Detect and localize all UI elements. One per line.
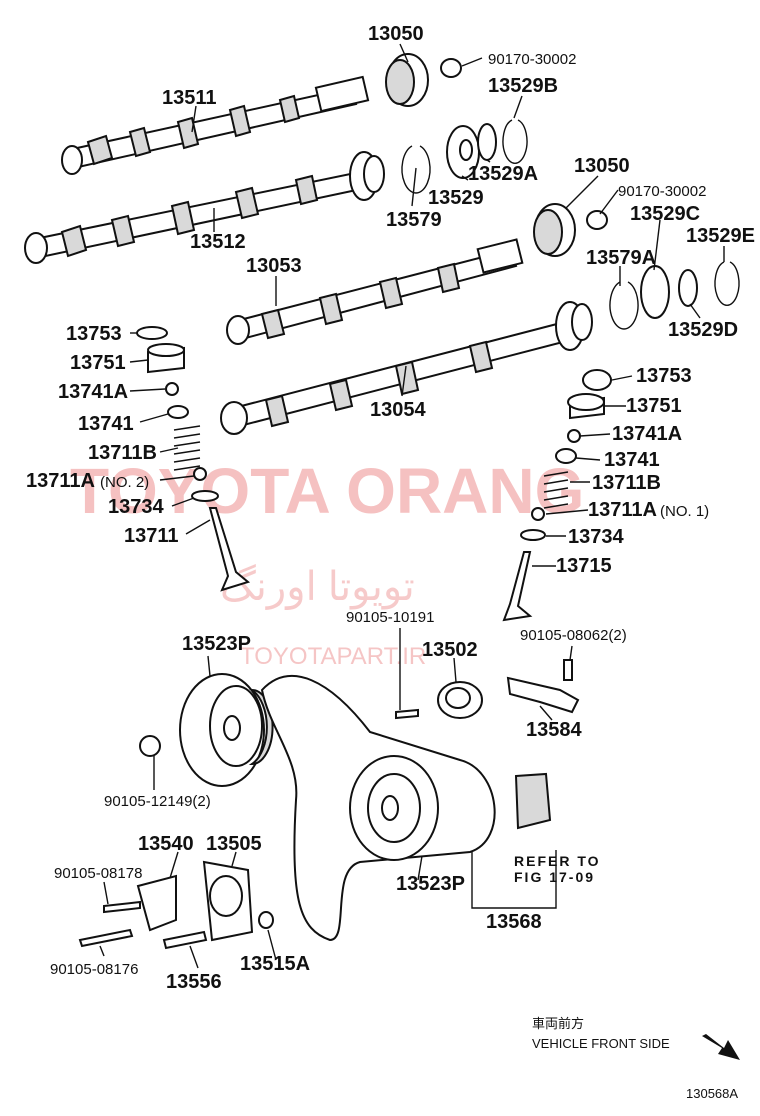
label-13511: 13511: [162, 87, 217, 109]
label-90105-08178: 90105-08178: [54, 865, 142, 882]
watermark-url: TOYOTAPART.IR: [240, 643, 426, 670]
label-13523p-right: 13523P: [396, 873, 465, 895]
label-13512: 13512: [190, 231, 246, 253]
label-13751-left: 13751: [70, 352, 126, 374]
part-labels: 13050 90170-30002 13529B 13511 13529A 13…: [26, 23, 755, 993]
label-13711b-right: 13711B: [592, 472, 661, 494]
camshaft-13054: [220, 301, 593, 435]
label-13711b-left: 13711B: [88, 442, 157, 464]
label-13579a: 13579A: [586, 247, 656, 269]
watermark: TOYOTA ORANG تویوتا اورنگ TOYOTAPART.IR: [70, 455, 584, 670]
label-13711a-right: 13711A: [588, 499, 657, 521]
refer-note: REFER TO FIG 17-09: [514, 853, 601, 885]
front-arrow-icon: [702, 1034, 740, 1060]
label-13568: 13568: [486, 911, 542, 933]
label-90105-12149: 90105-12149(2): [104, 793, 211, 810]
bracket-13584: [506, 659, 580, 714]
label-13529e: 13529E: [686, 225, 755, 247]
rings-13529: [401, 119, 528, 194]
label-13529a: 13529A: [468, 163, 538, 185]
label-90170-top: 90170-30002: [488, 51, 576, 68]
label-13529: 13529: [428, 187, 484, 209]
label-13054: 13054: [370, 399, 426, 421]
pulley-13523p-right: [349, 755, 439, 861]
watermark-secondary: تویوتا اورنگ: [220, 564, 415, 610]
label-no1: (NO. 1): [660, 503, 709, 520]
label-13715: 13715: [556, 555, 612, 577]
refer-line-1: REFER TO: [514, 853, 601, 869]
idler-13502: [395, 681, 483, 720]
front-side-note: 車両前方 VEHICLE FRONT SIDE: [532, 1016, 670, 1051]
label-90105-08062: 90105-08062(2): [520, 627, 627, 644]
label-13584: 13584: [526, 719, 582, 741]
label-90105-08176: 90105-08176: [50, 961, 138, 978]
cover-reference: [514, 772, 552, 830]
figure-code: 130568A: [686, 1086, 738, 1101]
pulley-13523p-left: [179, 673, 274, 787]
label-13751-right: 13751: [626, 395, 682, 417]
camshaft-13053: [226, 238, 524, 345]
label-13529d: 13529D: [668, 319, 738, 341]
label-90170-right: 90170-30002: [618, 183, 706, 200]
label-13053: 13053: [246, 255, 302, 277]
label-13741a-right: 13741A: [612, 423, 682, 445]
label-13711: 13711: [124, 525, 179, 547]
watermark-primary: TOYOTA ORANG: [70, 455, 584, 527]
label-13050-top: 13050: [368, 23, 424, 45]
label-13734-left: 13734: [108, 496, 164, 518]
gear-13050-top: [385, 53, 462, 107]
label-90105-10191: 90105-10191: [346, 609, 434, 626]
label-13556: 13556: [166, 971, 222, 993]
label-13529b: 13529B: [488, 75, 558, 97]
label-13741-right: 13741: [604, 449, 660, 471]
tensioner-13505: [78, 735, 274, 950]
label-13050-right: 13050: [574, 155, 630, 177]
label-13505: 13505: [206, 833, 262, 855]
label-13753-left: 13753: [66, 323, 122, 345]
label-13529c: 13529C: [630, 203, 700, 225]
refer-line-2: FIG 17-09: [514, 869, 595, 885]
label-13515a: 13515A: [240, 953, 310, 975]
gear-13050-right: [533, 203, 740, 330]
valve-assembly-right: [502, 369, 612, 622]
label-13523p-left: 13523P: [182, 633, 251, 655]
leader-lines: [99, 43, 725, 969]
label-no2: (NO. 2): [100, 474, 149, 491]
front-side-jp: 車両前方: [532, 1016, 584, 1031]
camshaft-13512: [24, 151, 385, 264]
valve-assembly-left: [136, 326, 251, 592]
label-13741-left: 13741: [78, 413, 134, 435]
camshaft-13511: [61, 75, 370, 175]
label-13741a-left: 13741A: [58, 381, 128, 403]
label-13734-right: 13734: [568, 526, 624, 548]
label-13579: 13579: [386, 209, 442, 231]
label-13540: 13540: [138, 833, 194, 855]
label-13753-right: 13753: [636, 365, 692, 387]
label-13711a-left: 13711A: [26, 470, 95, 492]
label-13502: 13502: [422, 639, 478, 661]
front-side-en: VEHICLE FRONT SIDE: [532, 1036, 670, 1051]
